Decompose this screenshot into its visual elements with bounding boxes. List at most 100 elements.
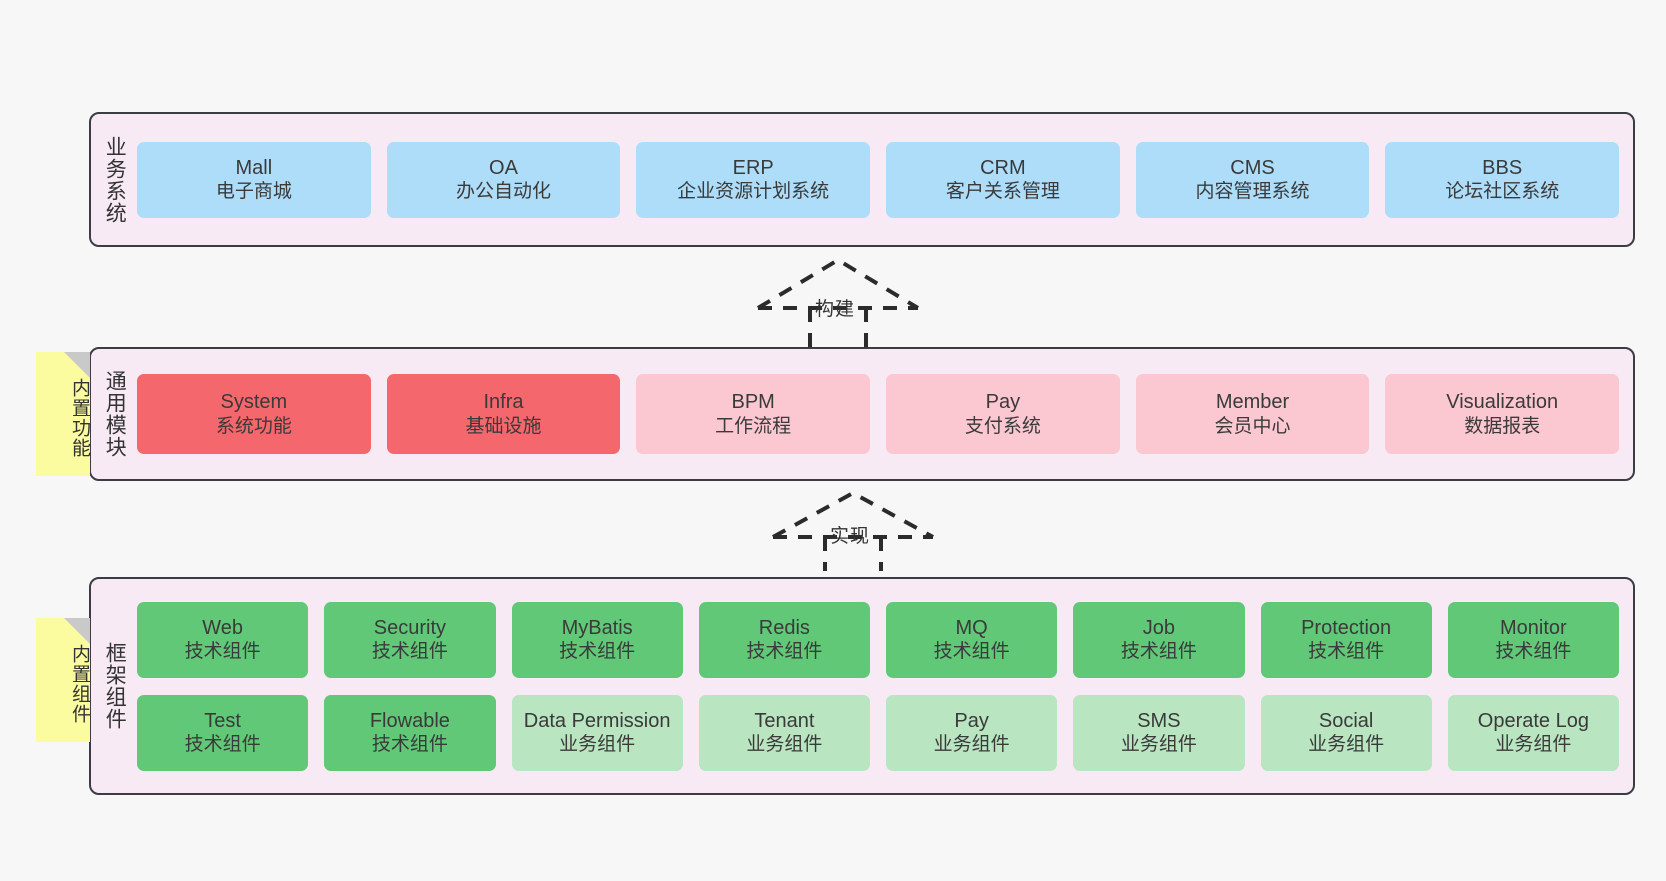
card-title: OA	[489, 156, 518, 179]
card-subtitle: 技术组件	[184, 734, 261, 756]
card-title: MyBatis	[561, 616, 633, 639]
card-subtitle: 企业资源计划系统	[677, 181, 830, 203]
card-title: BBS	[1482, 156, 1523, 179]
connector-build-arrow-icon	[756, 257, 920, 348]
card-crm[interactable]: CRM 客户关系管理	[886, 141, 1120, 218]
card-redis[interactable]: Redis 技术组件	[698, 601, 870, 678]
connector-implement: 实现	[763, 489, 943, 571]
card-subtitle: 业务组件	[1495, 734, 1572, 756]
card-mall[interactable]: Mall 电子商城	[137, 141, 371, 218]
sticky-note-label: 内置组件	[69, 644, 90, 724]
card-subtitle: 办公自动化	[456, 181, 552, 203]
card-title: Test	[204, 709, 241, 732]
card-flowable[interactable]: Flowable 技术组件	[324, 694, 496, 771]
connector-implement-label: 实现	[830, 526, 871, 547]
card-title: Pay	[985, 391, 1021, 414]
sticky-fold-icon	[64, 618, 90, 644]
layer-title-framework-components: 框架组件	[103, 642, 127, 730]
card-subtitle: 工作流程	[715, 415, 792, 437]
card-title: Monitor	[1500, 616, 1567, 639]
connector-build: 构建	[748, 256, 928, 348]
card-title: SMS	[1137, 709, 1181, 732]
card-row: Web 技术组件 Security 技术组件 MyBatis 技术组件 Redi…	[137, 601, 1619, 678]
card-subtitle: 业务组件	[746, 734, 823, 756]
card-subtitle: 基础设施	[465, 415, 542, 437]
card-infra[interactable]: Infra 基础设施	[386, 374, 621, 454]
card-title: Tenant	[754, 709, 815, 732]
card-subtitle: 论坛社区系统	[1445, 181, 1560, 203]
card-title: System	[220, 391, 288, 414]
card-bbs[interactable]: BBS 论坛社区系统	[1385, 141, 1620, 218]
card-title: Mall	[235, 156, 273, 179]
card-title: Operate Log	[1477, 709, 1589, 732]
card-title: BPM	[731, 391, 775, 414]
card-mybatis[interactable]: MyBatis 技术组件	[511, 601, 683, 678]
card-monitor[interactable]: Monitor 技术组件	[1447, 601, 1619, 678]
card-subtitle: 技术组件	[1120, 641, 1197, 663]
card-title: Infra	[483, 391, 524, 414]
layer-title-business-system: 业务系统	[103, 135, 127, 224]
layer-body-business-system: Mall 电子商城 OA 办公自动化 ERP 企业资源计划系统 CRM 客户关系…	[137, 114, 1633, 245]
card-operate-log[interactable]: Operate Log 业务组件	[1447, 694, 1619, 771]
card-subtitle: 系统功能	[215, 415, 292, 437]
card-title: Pay	[954, 709, 989, 732]
card-title: Member	[1215, 391, 1290, 414]
card-pay[interactable]: Pay 支付系统	[886, 374, 1120, 454]
card-subtitle: 业务组件	[1120, 734, 1197, 756]
card-oa[interactable]: OA 办公自动化	[386, 141, 621, 218]
card-title: Social	[1318, 709, 1374, 732]
card-cms[interactable]: CMS 内容管理系统	[1135, 141, 1370, 218]
card-web[interactable]: Web 技术组件	[137, 601, 309, 678]
card-subtitle: 会员中心	[1214, 415, 1291, 437]
layer-title-common-modules: 通用模块	[103, 370, 127, 458]
card-subtitle: 技术组件	[371, 641, 448, 663]
sticky-note-label: 内置功能	[69, 378, 90, 458]
card-pay-business[interactable]: Pay 业务组件	[886, 694, 1058, 771]
card-mq[interactable]: MQ 技术组件	[886, 601, 1058, 678]
card-subtitle: 技术组件	[371, 734, 448, 756]
card-data-permission[interactable]: Data Permission 业务组件	[511, 694, 683, 771]
card-subtitle: 数据报表	[1464, 415, 1541, 437]
connector-implement-arrow-icon	[772, 490, 934, 571]
card-title: Protection	[1301, 616, 1392, 639]
layer-common-modules: 通用模块 System 系统功能 Infra 基础设施 BPM 工作流程 Pay…	[89, 347, 1635, 481]
card-subtitle: 技术组件	[559, 641, 636, 663]
sticky-fold-icon	[64, 352, 90, 378]
card-subtitle: 技术组件	[1495, 641, 1572, 663]
card-system[interactable]: System 系统功能	[137, 374, 371, 454]
card-title: Visualization	[1446, 391, 1559, 414]
card-subtitle: 电子商城	[215, 181, 292, 203]
layer-framework-components: 框架组件 Web 技术组件 Security 技术组件 MyBatis 技术组件…	[89, 577, 1635, 795]
card-title: Data Permission	[523, 709, 671, 732]
card-title: Redis	[758, 616, 810, 639]
card-test[interactable]: Test 技术组件	[137, 694, 309, 771]
sticky-note-builtin-function: 内置功能	[36, 352, 90, 476]
card-title: MQ	[955, 616, 988, 639]
card-bpm[interactable]: BPM 工作流程	[636, 374, 871, 454]
card-subtitle: 内容管理系统	[1195, 181, 1310, 203]
card-subtitle: 技术组件	[1308, 641, 1385, 663]
card-title: CMS	[1230, 156, 1275, 179]
card-job[interactable]: Job 技术组件	[1073, 601, 1245, 678]
card-protection[interactable]: Protection 技术组件	[1260, 601, 1432, 678]
card-member[interactable]: Member 会员中心	[1135, 374, 1370, 454]
layer-body-framework-components: Web 技术组件 Security 技术组件 MyBatis 技术组件 Redi…	[137, 579, 1633, 793]
card-subtitle: 技术组件	[933, 641, 1010, 663]
card-security[interactable]: Security 技术组件	[324, 601, 496, 678]
card-tenant[interactable]: Tenant 业务组件	[698, 694, 870, 771]
card-visualization[interactable]: Visualization 数据报表	[1385, 374, 1620, 454]
card-subtitle: 技术组件	[746, 641, 823, 663]
card-subtitle: 业务组件	[933, 734, 1010, 756]
card-row: System 系统功能 Infra 基础设施 BPM 工作流程 Pay 支付系统…	[137, 374, 1620, 454]
card-subtitle: 技术组件	[184, 641, 261, 663]
sticky-note-builtin-component: 内置组件	[36, 618, 90, 742]
connector-build-label: 构建	[815, 299, 856, 320]
card-social[interactable]: Social 业务组件	[1260, 694, 1432, 771]
card-erp[interactable]: ERP 企业资源计划系统	[636, 141, 871, 218]
card-title: Security	[373, 616, 446, 639]
card-sms[interactable]: SMS 业务组件	[1073, 694, 1245, 771]
card-subtitle: 支付系统	[964, 415, 1041, 437]
card-row: Mall 电子商城 OA 办公自动化 ERP 企业资源计划系统 CRM 客户关系…	[137, 141, 1620, 218]
layer-business-system: 业务系统 Mall 电子商城 OA 办公自动化 ERP 企业资源计划系统 CRM…	[89, 112, 1635, 247]
